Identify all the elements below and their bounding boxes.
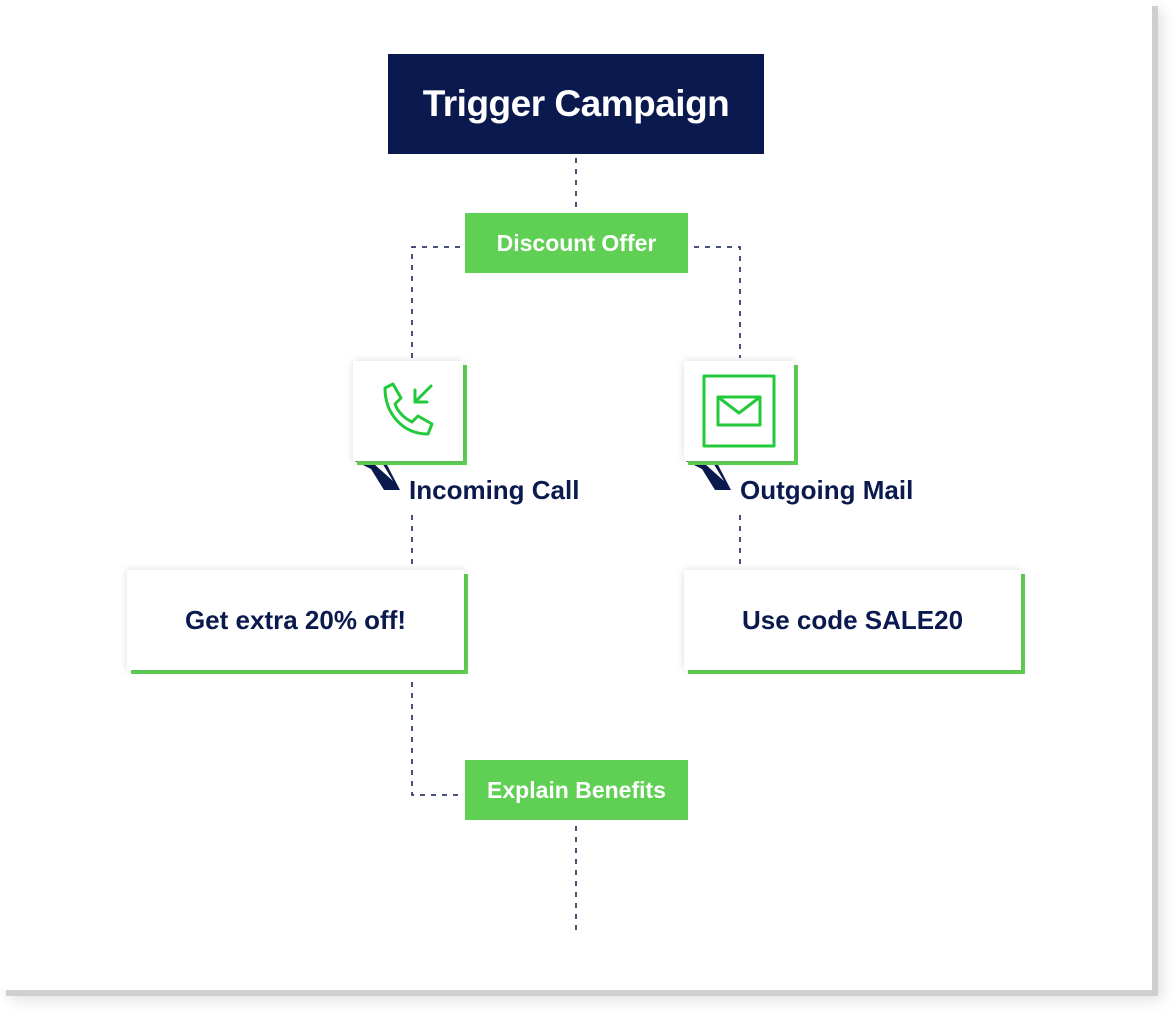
explain-benefits-node: Explain Benefits (465, 760, 688, 820)
connector-offer-msg-to-benefits (411, 682, 460, 796)
call-message-text: Get extra 20% off! (184, 604, 407, 635)
connector-offer-to-mail (694, 246, 741, 358)
incoming-call-tile (353, 361, 463, 461)
mail-message-text: Use code SALE20 (741, 604, 964, 635)
call-message-node: Get extra 20% off! (127, 570, 464, 670)
discount-offer-node: Discount Offer (465, 213, 688, 273)
mail-tile-tail-inner (692, 461, 724, 481)
trigger-campaign-node: Trigger Campaign (388, 54, 764, 154)
connector-offer-to-call (411, 246, 460, 358)
outgoing-mail-label: Outgoing Mail (740, 475, 914, 505)
mail-message-node: Use code SALE20 (684, 570, 1021, 670)
call-tile-tail-inner (361, 461, 393, 481)
incoming-call-icon (383, 382, 434, 436)
mail-tile-tail (686, 461, 731, 490)
discount-offer-label: Discount Offer (496, 229, 657, 256)
mail-icon (702, 374, 776, 448)
outgoing-mail-tile (684, 361, 794, 461)
call-tile-tail (355, 461, 400, 490)
trigger-campaign-label: Trigger Campaign (422, 83, 730, 124)
diagram-canvas (0, 0, 1152, 990)
explain-benefits-label: Explain Benefits (487, 776, 666, 803)
incoming-call-label: Incoming Call (409, 475, 580, 505)
